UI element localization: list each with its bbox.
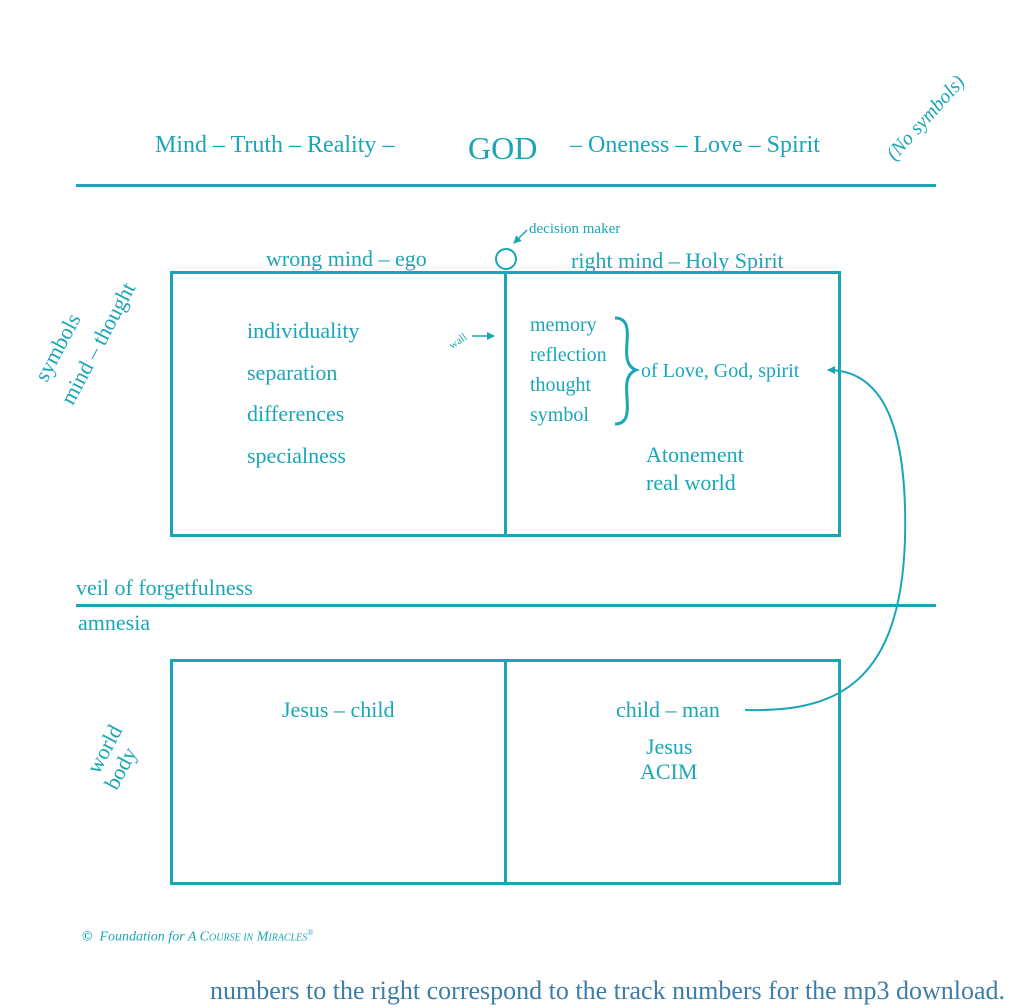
real-world-label: real world bbox=[646, 470, 736, 495]
copyright-symbol: © bbox=[82, 929, 93, 945]
amnesia-label: amnesia bbox=[78, 610, 151, 635]
right-mind-heading: right mind – Holy Spirit bbox=[571, 248, 784, 273]
atonement-label: Atonement bbox=[646, 442, 744, 467]
veil-divider bbox=[76, 604, 936, 607]
jesus-label: Jesus bbox=[646, 734, 693, 759]
wrong-mind-item-separation: separation bbox=[247, 360, 338, 385]
veil-label: veil of forgetfulness bbox=[76, 575, 253, 600]
right-mind-item-symbol: symbol bbox=[530, 404, 589, 426]
top-right-terms: – Oneness – Love – Spirit bbox=[570, 132, 820, 158]
child-man-label: child – man bbox=[616, 697, 720, 722]
wrong-mind-item-differences: differences bbox=[247, 401, 345, 426]
copyright-m: M bbox=[253, 929, 269, 945]
copyright-prefix: Foundation for A C bbox=[99, 929, 210, 945]
copyright-notice: © Foundation for A COURSE IN MIRACLES® bbox=[82, 928, 313, 946]
world-right-box bbox=[504, 659, 841, 885]
decision-maker-circle bbox=[495, 248, 517, 270]
footer-text: numbers to the right correspond to the t… bbox=[210, 976, 1005, 1005]
right-mind-item-reflection: reflection bbox=[530, 344, 607, 366]
decision-maker-arrow bbox=[513, 229, 528, 244]
top-divider bbox=[76, 184, 936, 187]
wrong-mind-item-individuality: individuality bbox=[247, 318, 360, 343]
acim-label: ACIM bbox=[640, 759, 698, 784]
jesus-child-label: Jesus – child bbox=[282, 697, 395, 722]
footer-cut-wrapper: numbers to the right correspond to the t… bbox=[210, 968, 1005, 1008]
world-left-box bbox=[170, 659, 507, 885]
top-left-terms: Mind – Truth – Reality – bbox=[155, 132, 395, 158]
wrong-mind-heading: wrong mind – ego bbox=[266, 246, 427, 271]
copyright-miracles: IRACLES bbox=[268, 932, 308, 944]
wrong-mind-item-specialness: specialness bbox=[247, 443, 346, 468]
right-mind-item-memory: memory bbox=[530, 314, 597, 336]
god-heading: GOD bbox=[468, 130, 538, 166]
copyright-course: OURSE IN bbox=[209, 932, 254, 944]
of-love-god-spirit: of Love, God, spirit bbox=[641, 360, 800, 382]
no-symbols-note: (No symbols) bbox=[882, 71, 970, 165]
right-mind-item-thought: thought bbox=[530, 374, 592, 396]
decision-maker-label: decision maker bbox=[529, 221, 621, 237]
copyright-registered: ® bbox=[307, 928, 314, 937]
